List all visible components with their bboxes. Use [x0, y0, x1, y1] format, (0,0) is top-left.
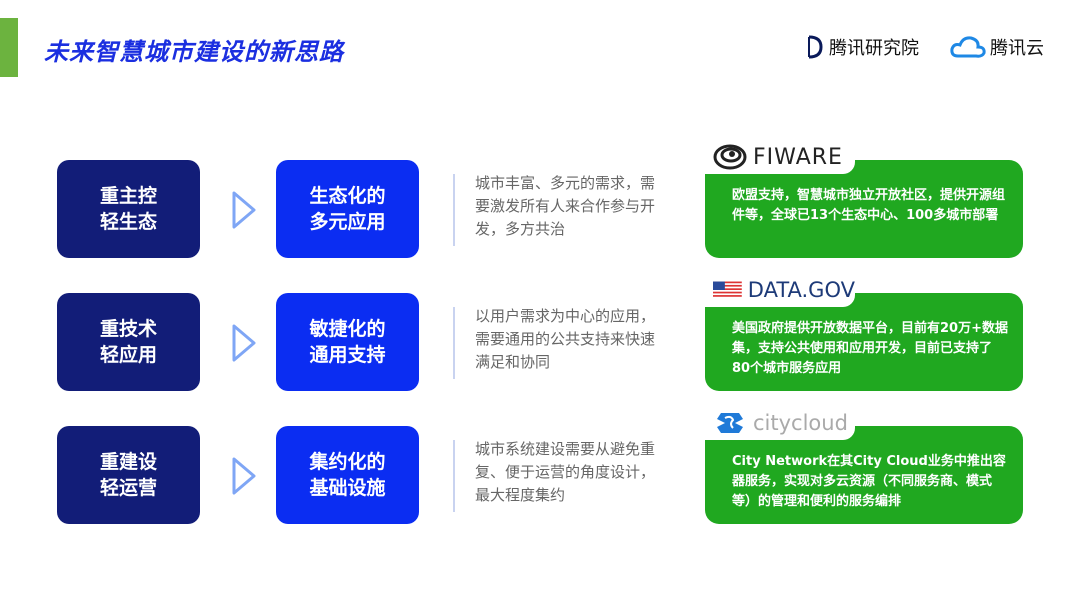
description: 城市系统建设需要从避免重复、便于运营的角度设计，最大程度集约 [475, 440, 656, 504]
chevron-right-icon [232, 191, 256, 229]
accent-bar [0, 18, 18, 77]
description: 城市丰富、多元的需求，需要激发所有人来合作参与开发，多方共治 [475, 174, 656, 238]
fiware-label: FIWARE [753, 144, 843, 170]
row-infrastructure: 重建设 轻运营 集约化的 基础设施 城市系统建设需要从避免重复、便于运营的角度设… [0, 406, 1080, 524]
new-approach: 集约化的 基础设施 [276, 426, 419, 524]
case-card: City Network在其City Cloud业务中推出容器服务，实现对多云资… [705, 426, 1023, 524]
tencent-research-icon [808, 35, 823, 59]
divider [453, 307, 455, 379]
row-agile: 重技术 轻应用 敏捷化的 通用支持 以用户需求为中心的应用，需要通用的公共支持来… [0, 273, 1080, 391]
new-approach: 敏捷化的 通用支持 [276, 293, 419, 391]
new-approach: 生态化的 多元应用 [276, 160, 419, 258]
page-title: 未来智慧城市建设的新思路 [44, 38, 344, 66]
divider [453, 174, 455, 246]
fiware-icon [713, 144, 747, 170]
chevron-right-icon [232, 324, 256, 362]
divider [453, 440, 455, 512]
case-card: 美国政府提供开放数据平台，目前有20万+数据集，支持公共使用和应用开发，目前已支… [705, 293, 1023, 391]
row-ecosystem: 重主控 轻生态 生态化的 多元应用 城市丰富、多元的需求，需要激发所有人来合作参… [0, 140, 1080, 258]
old-approach: 重建设 轻运营 [57, 426, 200, 524]
description: 以用户需求为中心的应用，需要通用的公共支持来快速满足和协同 [475, 307, 656, 371]
chevron-right-icon [232, 457, 256, 495]
citycloud-icon [717, 413, 743, 433]
old-approach: 重主控 轻生态 [57, 160, 200, 258]
datagov-label: DATA.GOV [747, 278, 855, 302]
citycloud-label: citycloud [753, 411, 848, 435]
datagov-logo: DATA.GOV [705, 273, 855, 307]
tencent-research-label: 腾讯研究院 [829, 38, 919, 59]
tencent-research-logo: 腾讯研究院 [805, 34, 919, 60]
citycloud-logo: citycloud [705, 406, 855, 440]
tencent-cloud-logo: 腾讯云 [950, 34, 1044, 60]
fiware-logo: FIWARE [705, 140, 855, 174]
case-card: 欧盟支持，智慧城市独立开放社区，提供开源组件等，全球已13个生态中心、100多城… [705, 160, 1023, 258]
tencent-cloud-icon [950, 36, 986, 58]
us-flag-icon [713, 281, 742, 299]
tencent-cloud-label: 腾讯云 [990, 38, 1044, 59]
old-approach: 重技术 轻应用 [57, 293, 200, 391]
